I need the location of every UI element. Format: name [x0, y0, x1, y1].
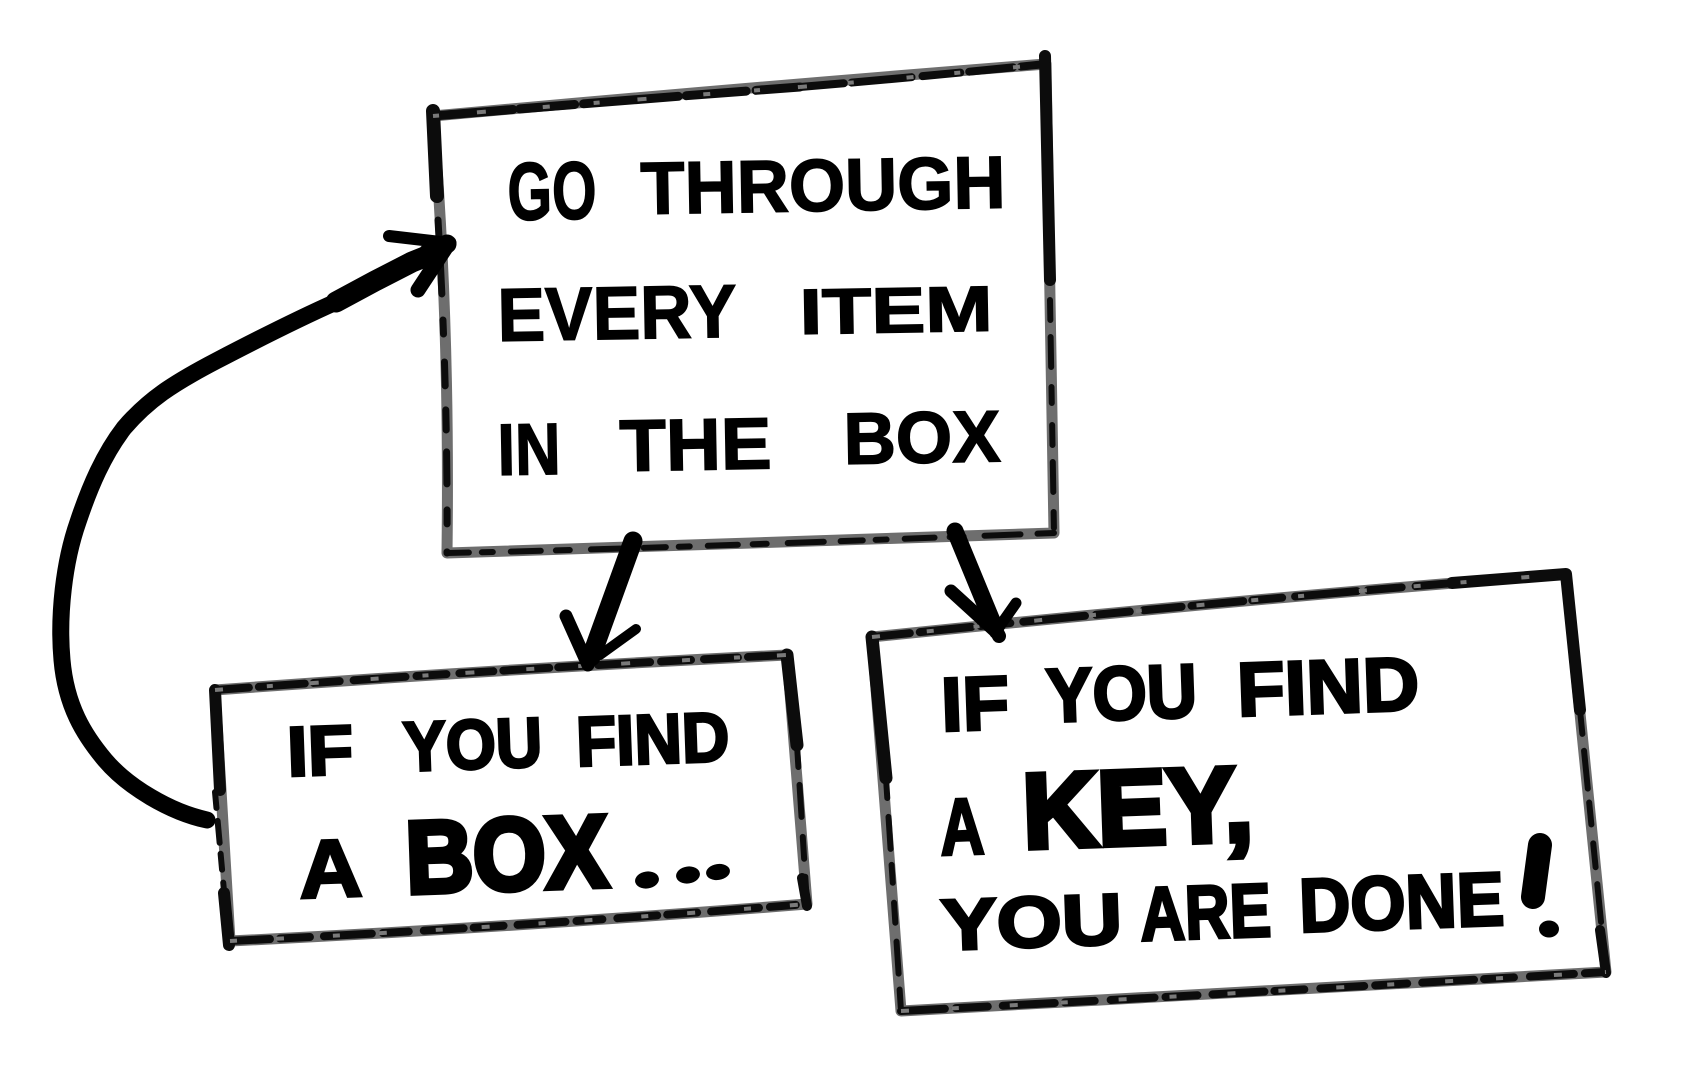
svg-text:THE: THE — [619, 403, 772, 487]
svg-text:A: A — [938, 782, 985, 872]
svg-text:BOX: BOX — [404, 794, 610, 915]
svg-text:IF: IF — [940, 661, 1011, 748]
svg-text:A: A — [297, 823, 363, 916]
svg-text:FIND: FIND — [1236, 642, 1421, 733]
svg-text:ARE: ARE — [1139, 868, 1273, 958]
svg-text:BOX: BOX — [843, 396, 1002, 480]
svg-text:YOU: YOU — [940, 880, 1124, 966]
svg-text:DONE: DONE — [1298, 857, 1506, 949]
svg-text:IF: IF — [286, 711, 355, 791]
svg-text:THROUGH: THROUGH — [640, 141, 1006, 230]
svg-text:EVERY: EVERY — [497, 269, 737, 357]
svg-text:KEY,: KEY, — [1021, 745, 1255, 871]
svg-text:YOU: YOU — [402, 703, 544, 786]
svg-text:GO: GO — [507, 145, 598, 238]
svg-text:IN: IN — [497, 409, 561, 491]
svg-text:YOU: YOU — [1045, 649, 1199, 739]
svg-text:FIND: FIND — [575, 698, 731, 781]
svg-text:ITEM: ITEM — [799, 273, 993, 348]
